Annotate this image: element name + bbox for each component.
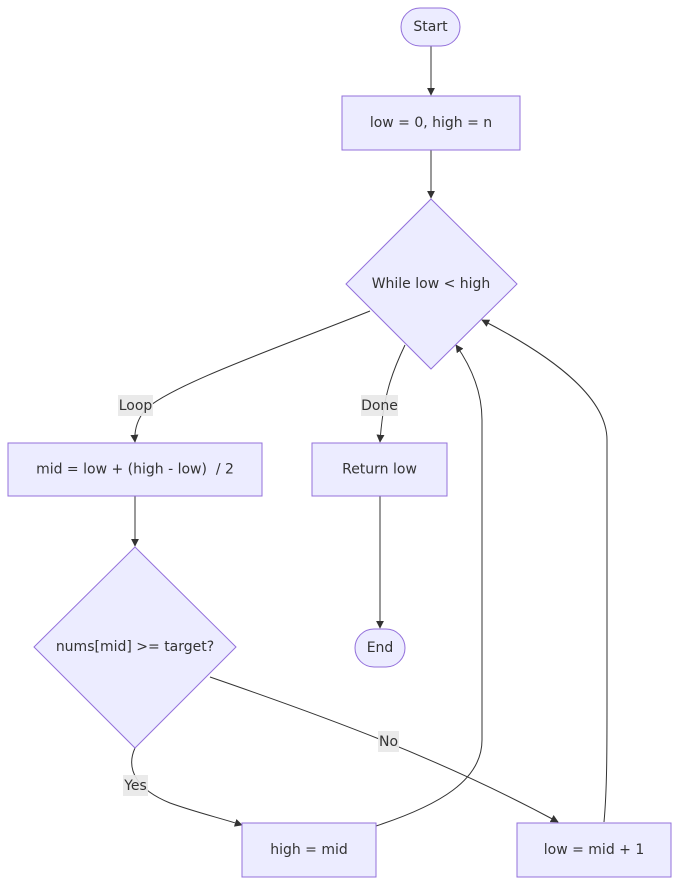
node-end-label: End — [367, 640, 394, 656]
node-start: Start — [400, 7, 461, 47]
node-low-mid-label: low = mid + 1 — [544, 842, 645, 858]
edge-lowmid-to-while — [481, 319, 608, 823]
node-init-label: low = 0, high = n — [370, 115, 492, 131]
edge-label-yes: Yes — [123, 775, 148, 796]
node-start-label: Start — [413, 19, 448, 35]
edge-label-no-text: No — [379, 734, 398, 750]
node-compare: nums[mid] >= target? — [33, 546, 237, 749]
node-return: Return low — [311, 442, 448, 497]
edge-while-to-mid-loop — [130, 310, 371, 443]
edges — [130, 46, 608, 827]
edge-labels: Loop Done Yes No — [118, 395, 399, 796]
edge-label-yes-text: Yes — [123, 778, 147, 794]
edge-label-done: Done — [361, 395, 398, 416]
edge-label-no: No — [378, 731, 399, 752]
edge-compare-to-highmid-yes — [131, 747, 243, 827]
edge-label-loop-text: Loop — [119, 398, 153, 414]
edge-label-loop: Loop — [118, 395, 153, 416]
node-init: low = 0, high = n — [341, 95, 521, 151]
node-high-mid-label: high = mid — [270, 842, 348, 858]
edge-while-to-return-done — [376, 344, 406, 443]
node-end: End — [354, 628, 406, 668]
node-mid: mid = low + (high - low) / 2 — [7, 442, 263, 497]
node-return-label: Return low — [342, 462, 417, 478]
edge-label-done-text: Done — [361, 398, 398, 414]
node-compare-label: nums[mid] >= target? — [56, 639, 214, 655]
node-high-mid: high = mid — [241, 822, 377, 878]
node-while-label: While low < high — [372, 276, 491, 292]
edge-highmid-to-while — [375, 344, 483, 827]
node-while: While low < high — [345, 198, 518, 370]
node-mid-label: mid = low + (high - low) / 2 — [36, 462, 234, 478]
node-low-mid: low = mid + 1 — [516, 822, 672, 878]
nodes: Start low = 0, high = n While low < high… — [7, 7, 672, 878]
